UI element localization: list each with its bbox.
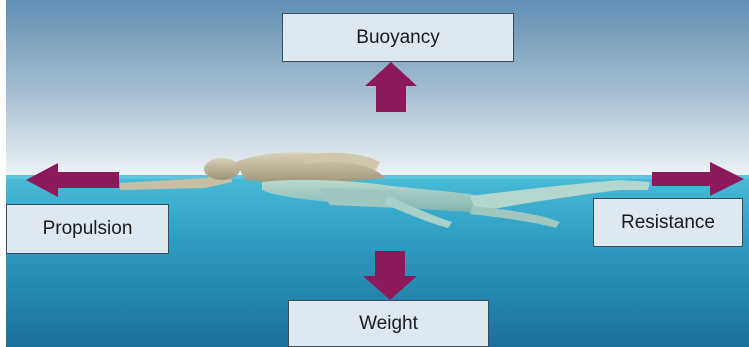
swimmer-suit: [318, 188, 398, 208]
resistance-label: Resistance: [621, 212, 715, 234]
buoyancy-label-box: Buoyancy: [282, 13, 514, 62]
resistance-label-box: Resistance: [593, 198, 743, 247]
swimmer-head: [204, 158, 240, 180]
weight-label: Weight: [359, 313, 418, 335]
weight-label-box: Weight: [288, 300, 489, 347]
propulsion-label: Propulsion: [43, 218, 133, 240]
buoyancy-label: Buoyancy: [356, 27, 439, 49]
propulsion-label-box: Propulsion: [6, 204, 169, 254]
